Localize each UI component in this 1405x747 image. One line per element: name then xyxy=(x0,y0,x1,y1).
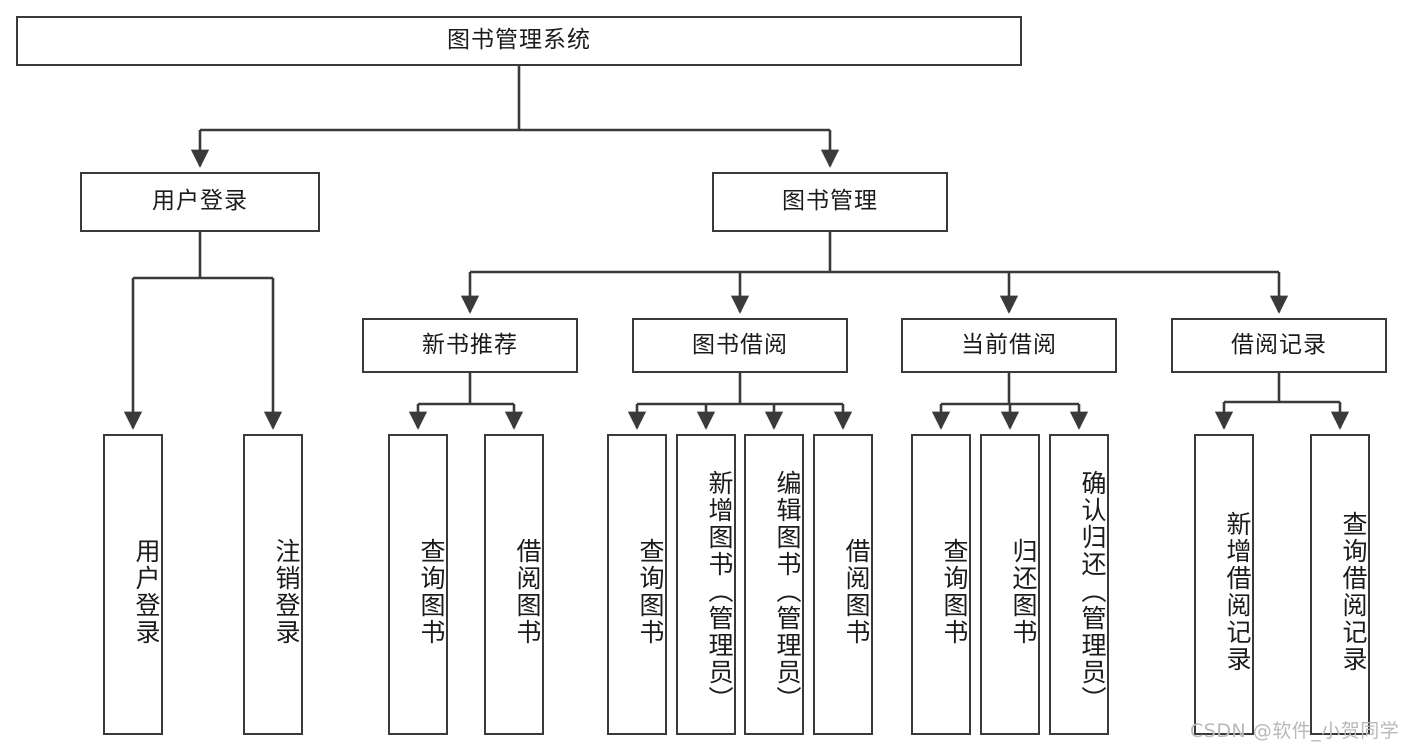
node-leaf-add-record[interactable]: 新增借阅记录 xyxy=(1194,434,1254,735)
node-book-borrow[interactable]: 图书借阅 xyxy=(632,318,848,373)
node-leaf-edit-book-label: 编辑图书（管理员） xyxy=(773,470,802,713)
node-leaf-logout-label: 注销登录 xyxy=(272,537,301,646)
node-leaf-confirm-return-label: 确认归还（管理员） xyxy=(1078,470,1107,713)
node-book-borrow-label: 图书借阅 xyxy=(692,331,788,358)
node-leaf-query-book-2[interactable]: 查询图书 xyxy=(607,434,667,735)
node-leaf-borrow-book-2[interactable]: 借阅图书 xyxy=(813,434,873,735)
node-leaf-confirm-return[interactable]: 确认归还（管理员） xyxy=(1049,434,1109,735)
node-leaf-add-book[interactable]: 新增图书（管理员） xyxy=(676,434,736,735)
node-leaf-query-record-label: 查询借阅记录 xyxy=(1339,510,1368,673)
node-leaf-add-record-label: 新增借阅记录 xyxy=(1223,510,1252,673)
node-leaf-return-book[interactable]: 归还图书 xyxy=(980,434,1040,735)
node-leaf-query-book-2-label: 查询图书 xyxy=(636,537,665,646)
node-leaf-borrow-book-1[interactable]: 借阅图书 xyxy=(484,434,544,735)
node-leaf-borrow-book-2-label: 借阅图书 xyxy=(842,537,871,646)
node-root-label: 图书管理系统 xyxy=(447,27,591,54)
node-current-borrow[interactable]: 当前借阅 xyxy=(901,318,1117,373)
node-leaf-query-book-1[interactable]: 查询图书 xyxy=(388,434,448,735)
node-leaf-user-login-label: 用户登录 xyxy=(132,537,161,646)
node-leaf-logout[interactable]: 注销登录 xyxy=(243,434,303,735)
node-new-book-rec-label: 新书推荐 xyxy=(422,331,518,358)
node-leaf-query-record[interactable]: 查询借阅记录 xyxy=(1310,434,1370,735)
node-borrow-record[interactable]: 借阅记录 xyxy=(1171,318,1387,373)
node-book-manage[interactable]: 图书管理 xyxy=(712,172,948,232)
node-book-manage-label: 图书管理 xyxy=(782,188,878,215)
node-leaf-query-book-3[interactable]: 查询图书 xyxy=(911,434,971,735)
node-leaf-user-login[interactable]: 用户登录 xyxy=(103,434,163,735)
node-leaf-return-book-label: 归还图书 xyxy=(1009,537,1038,646)
node-leaf-edit-book[interactable]: 编辑图书（管理员） xyxy=(744,434,804,735)
csdn-watermark: CSDN @软件_小贺同学 xyxy=(1190,720,1400,742)
node-user-login-label: 用户登录 xyxy=(152,188,248,215)
node-leaf-add-book-label: 新增图书（管理员） xyxy=(705,470,734,713)
node-borrow-record-label: 借阅记录 xyxy=(1231,331,1327,358)
node-leaf-query-book-3-label: 查询图书 xyxy=(940,537,969,646)
node-root[interactable]: 图书管理系统 xyxy=(16,16,1022,66)
node-new-book-rec[interactable]: 新书推荐 xyxy=(362,318,578,373)
node-leaf-query-book-1-label: 查询图书 xyxy=(417,537,446,646)
node-user-login[interactable]: 用户登录 xyxy=(80,172,320,232)
node-leaf-borrow-book-1-label: 借阅图书 xyxy=(513,537,542,646)
node-current-borrow-label: 当前借阅 xyxy=(961,331,1057,358)
